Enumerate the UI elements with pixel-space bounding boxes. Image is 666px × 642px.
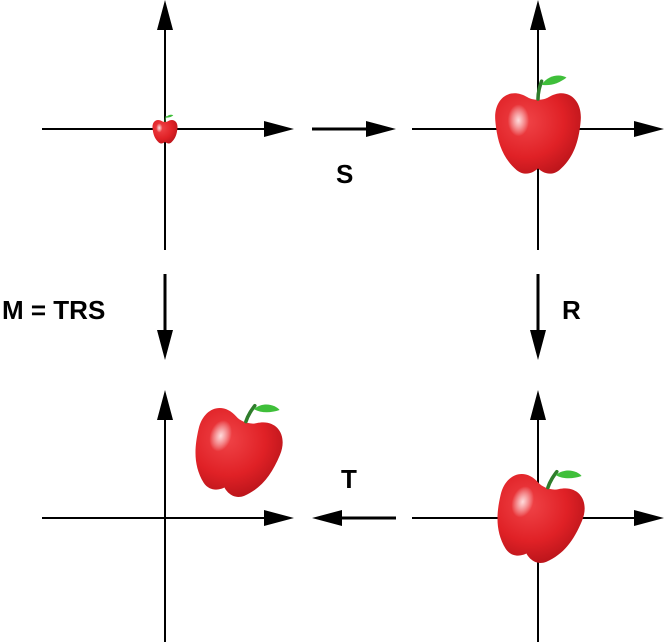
translate-arrow <box>312 510 396 526</box>
composite-label: M = TRS <box>2 295 106 325</box>
apple-icon <box>180 384 296 508</box>
apple-icon <box>493 73 583 176</box>
rotate-label: R <box>562 295 581 325</box>
apple-icon <box>482 450 598 574</box>
composite-arrow <box>157 274 173 360</box>
translated-axes <box>42 390 294 642</box>
scale-arrow <box>312 121 396 137</box>
scale-label: S <box>336 159 354 189</box>
rotate-arrow <box>530 274 546 360</box>
apple-icon <box>151 114 179 144</box>
translate-label: T <box>341 464 357 494</box>
